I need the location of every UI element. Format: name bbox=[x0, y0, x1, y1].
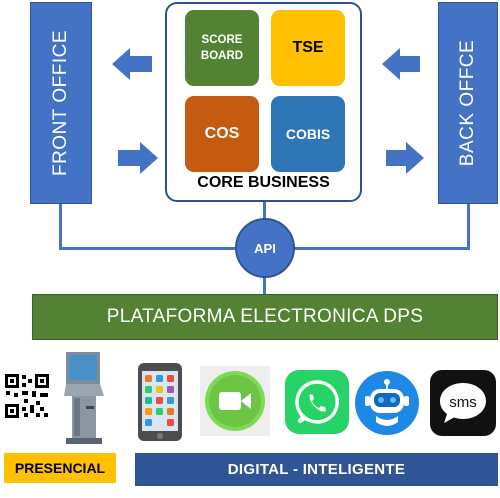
digital-label-box: DIGITAL - INTELIGENTE bbox=[135, 453, 498, 486]
digital-label: DIGITAL - INTELIGENTE bbox=[227, 461, 406, 478]
platform-label: PLATAFORMA ELECTRONICA DPS bbox=[106, 306, 424, 327]
tse-label: TSE bbox=[292, 39, 324, 56]
tse-tile: TSE bbox=[271, 10, 345, 86]
arrow-right-bottom bbox=[118, 142, 158, 174]
cos-tile: COS bbox=[185, 96, 259, 172]
core-business-frame: SCORE BOARD TSE COS COBIS CORE BUSINESS bbox=[165, 2, 362, 202]
chatbot-icon bbox=[354, 370, 420, 436]
back-office-connector bbox=[467, 204, 470, 250]
presencial-label-box: PRESENCIAL bbox=[4, 453, 116, 483]
sms-text: sms bbox=[449, 394, 477, 411]
kiosk-icon bbox=[60, 350, 106, 446]
platform-connector bbox=[263, 272, 266, 294]
arrow-left-top bbox=[112, 48, 152, 80]
front-office-panel: FRONT OFFICE bbox=[30, 2, 92, 204]
video-call-icon bbox=[200, 366, 270, 436]
cos-label: COS bbox=[204, 125, 240, 142]
arrow-left-top-right bbox=[382, 48, 420, 80]
sms-icon: sms bbox=[430, 370, 496, 436]
front-office-connector bbox=[59, 204, 62, 250]
cobis-tile: COBIS bbox=[271, 96, 345, 172]
arrow-right-bottom-right bbox=[386, 142, 424, 174]
back-office-panel: BACK OFFCE bbox=[438, 2, 498, 204]
presencial-label: PRESENCIAL bbox=[14, 460, 106, 476]
scoreboard-tile: SCORE BOARD bbox=[185, 10, 259, 86]
api-node: API bbox=[235, 218, 295, 278]
platform-bar: PLATAFORMA ELECTRONICA DPS bbox=[32, 294, 498, 340]
whatsapp-icon bbox=[285, 370, 349, 434]
core-connector bbox=[263, 202, 266, 224]
scoreboard-line2: BOARD bbox=[200, 50, 244, 62]
qr-code-icon bbox=[4, 373, 50, 419]
cobis-label: COBIS bbox=[285, 126, 331, 142]
smartphone-icon bbox=[137, 362, 183, 442]
api-label: API bbox=[254, 240, 276, 256]
core-business-label: CORE BUSINESS bbox=[197, 174, 330, 191]
scoreboard-line1: SCORE bbox=[201, 34, 243, 46]
